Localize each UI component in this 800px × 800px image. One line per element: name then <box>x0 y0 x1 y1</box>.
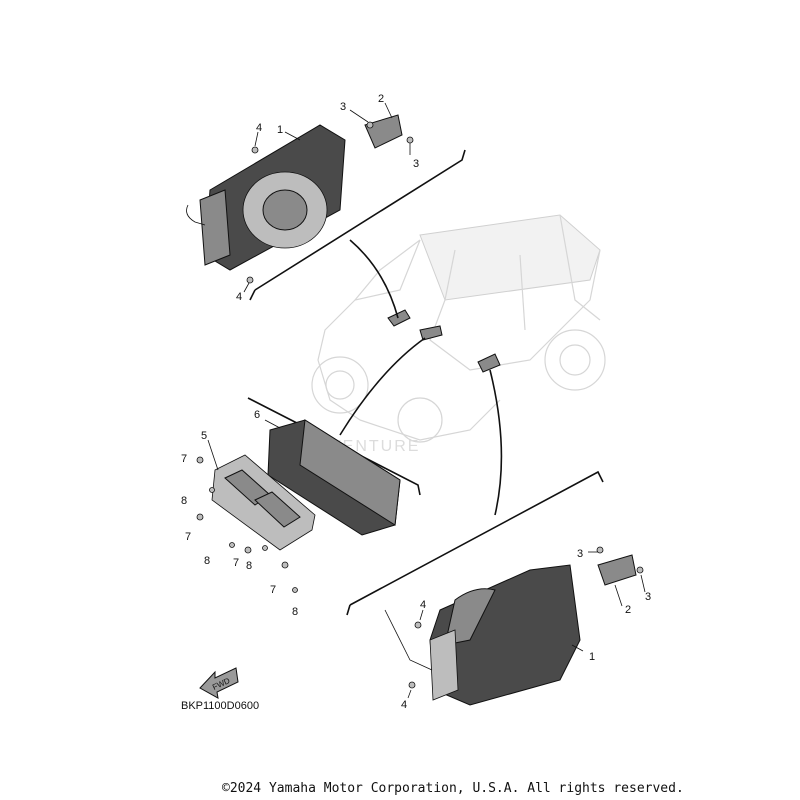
top-bolt-3a <box>366 121 374 129</box>
callout: 3 <box>645 591 651 603</box>
top-speaker-wire <box>186 204 206 226</box>
bottom-screw-4a <box>414 621 422 629</box>
bottom-screw-4b <box>408 681 416 689</box>
amp-nut-8a <box>209 487 215 493</box>
amp-nut-8b <box>229 542 235 548</box>
fwd-arrow-icon: FWD <box>199 667 239 699</box>
bottom-group-bracket <box>349 470 604 606</box>
amp-screw-7a <box>196 456 204 464</box>
callout: 8 <box>181 495 187 507</box>
callout: 4 <box>256 122 262 134</box>
location-amplifier <box>419 325 443 341</box>
vehicle-outline: VENTURE <box>311 214 606 455</box>
top-speaker-bracket <box>364 114 403 149</box>
amp-nut-8d <box>292 587 298 593</box>
location-bottom-speaker <box>477 353 501 373</box>
callout: 8 <box>292 606 298 618</box>
location-top-speaker <box>387 309 411 327</box>
bottom-speaker-bracket <box>597 554 637 586</box>
top-bolt-3b <box>406 136 414 144</box>
top-speaker-assembly: 1 2 3 3 4 4 <box>186 93 466 303</box>
callout: 1 <box>589 651 595 663</box>
callout: 4 <box>401 699 407 711</box>
callout: 7 <box>181 453 187 465</box>
callout: 1 <box>277 124 283 136</box>
top-screw-4b <box>246 276 254 284</box>
callout: 3 <box>413 158 419 170</box>
amp-screw-7c <box>244 546 252 554</box>
callout: 3 <box>340 101 346 113</box>
diagram-code: BKP1100D0600 <box>181 700 260 712</box>
leader-amplifier <box>339 337 426 436</box>
leader-bottom-speaker <box>489 369 503 516</box>
callout: 7 <box>270 584 276 596</box>
callout: 7 <box>185 531 191 543</box>
callout: 4 <box>420 599 426 611</box>
bottom-speaker-assembly: 1 2 3 3 4 4 <box>346 470 651 711</box>
copyright-notice: ©2024 Yamaha Motor Corporation, U.S.A. A… <box>222 781 684 796</box>
callout: 7 <box>233 557 239 569</box>
top-screw-4a <box>251 146 259 154</box>
callout: 5 <box>201 430 207 442</box>
bottom-speaker-wire <box>384 609 433 671</box>
leader-top-speaker <box>349 239 399 319</box>
amplifier-assembly: 5 6 7 7 7 7 8 8 8 8 <box>181 397 421 618</box>
vehicle-location-markers <box>387 309 501 373</box>
callout: 6 <box>254 409 260 421</box>
callout: 2 <box>378 93 384 105</box>
callout: 8 <box>246 560 252 572</box>
amp-nut-8c <box>262 545 268 551</box>
top-group-bracket <box>254 149 466 291</box>
amp-screw-7b <box>196 513 204 521</box>
bottom-bolt-3b <box>636 566 644 574</box>
amp-screw-7d <box>281 561 289 569</box>
callout: 2 <box>625 604 631 616</box>
callout: 8 <box>204 555 210 567</box>
callout: 3 <box>577 548 583 560</box>
callout: 4 <box>236 291 242 303</box>
bottom-bolt-3a <box>596 546 604 554</box>
